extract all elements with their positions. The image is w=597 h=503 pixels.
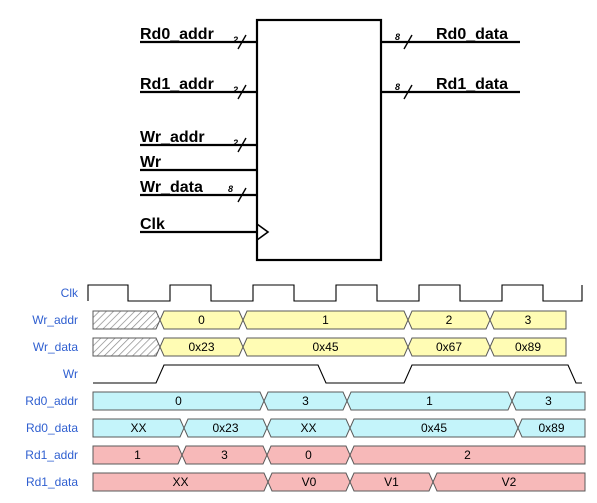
bus-slash-rd1-addr	[237, 84, 247, 100]
waveform-wr	[93, 364, 582, 384]
bus-segment-rd0-data	[92, 418, 185, 438]
bus-value-rd1-addr: 1	[134, 448, 141, 462]
bus-segment-rd1-data	[92, 472, 269, 492]
port-label-wr-addr: Wr_addr	[140, 129, 205, 146]
bus-segment-rd1-addr	[349, 445, 586, 465]
bus-value-rd0-data: XX	[300, 421, 316, 435]
bus-value-rd1-data: V2	[502, 475, 517, 489]
bus-value-rd0-addr: 3	[302, 394, 309, 408]
port-label-clk: Clk	[140, 216, 165, 233]
timing-label-rd1-addr: Rd1_addr	[25, 448, 78, 462]
bus-value-wr-addr: 1	[322, 313, 329, 327]
bus-segment-wr-addr	[489, 310, 567, 330]
timing-label-wr-data: Wr_data	[33, 340, 78, 354]
bus-value-wr-data: 0x23	[188, 340, 214, 354]
bus-width-wr-addr: 2	[232, 138, 238, 148]
bus-value-wr-addr: 3	[525, 313, 532, 327]
bus-slash-wr-addr	[237, 137, 247, 153]
bus-value-rd1-data: XX	[172, 475, 188, 489]
bus-value-rd0-addr: 1	[426, 394, 433, 408]
bus-value-rd0-data: 0x23	[212, 421, 238, 435]
bus-slash-rd0-data	[403, 34, 413, 50]
bus-value-rd1-addr: 0	[305, 448, 312, 462]
timing-label-clk: Clk	[61, 286, 79, 300]
bus-segment-wr-data	[489, 337, 567, 357]
bus-slash-rd0-addr	[237, 34, 247, 50]
bus-segment-rd1-addr	[92, 445, 183, 465]
bus-width-rd1-addr: 2	[232, 85, 238, 95]
bus-value-rd0-data: 0x45	[421, 421, 447, 435]
port-label-rd0-addr: Rd0_addr	[140, 26, 214, 43]
bus-value-rd0-addr: 0	[175, 394, 182, 408]
bus-value-rd0-data: 0x89	[538, 421, 564, 435]
timing-label-rd0-addr: Rd0_addr	[25, 394, 78, 408]
bus-segment-rd1-data	[432, 472, 586, 492]
timing-label-rd1-data: Rd1_data	[26, 475, 78, 489]
register-file-block	[255, 18, 383, 262]
bus-segment-wr-addr	[92, 310, 161, 330]
bus-value-rd0-data: XX	[130, 421, 146, 435]
bus-slash-rd1-data	[403, 84, 413, 100]
bus-value-wr-addr: 0	[198, 313, 205, 327]
bus-value-rd1-addr: 3	[221, 448, 228, 462]
clock-input-triangle	[256, 223, 270, 241]
timing-label-rd0-data: Rd0_data	[26, 421, 78, 435]
bus-segment-rd0-addr	[511, 391, 586, 411]
block-diagram: Rd0_addr Rd1_addr Wr_addr Wr Wr_data Clk…	[140, 18, 520, 262]
timing-label-wr: Wr	[63, 367, 78, 381]
bus-value-rd1-data: V0	[302, 475, 317, 489]
bus-value-rd0-addr: 3	[545, 394, 552, 408]
port-label-rd0-data: Rd0_data	[436, 26, 508, 43]
port-label-rd1-data: Rd1_data	[436, 76, 508, 93]
bus-segment-rd0-addr	[92, 391, 265, 411]
bus-value-rd1-data: V1	[384, 475, 399, 489]
bus-value-wr-addr: 2	[446, 313, 453, 327]
bus-segment-wr-data	[92, 337, 161, 357]
bus-width-wr-data: 8	[228, 184, 233, 194]
bus-slash-wr-data	[237, 187, 247, 203]
port-label-wr-data: Wr_data	[140, 179, 203, 196]
timing-label-wr-addr: Wr_addr	[32, 313, 78, 327]
bus-value-wr-data: 0x67	[436, 340, 462, 354]
bus-value-wr-data: 0x45	[312, 340, 338, 354]
clock-waveform	[87, 284, 583, 302]
bus-segment-rd0-data	[517, 418, 586, 438]
bus-value-rd1-addr: 2	[464, 448, 471, 462]
bus-width-rd0-data: 8	[395, 32, 400, 42]
port-label-wr: Wr	[140, 154, 161, 171]
bus-width-rd1-data: 8	[395, 82, 400, 92]
bus-width-rd0-addr: 2	[232, 35, 238, 45]
bus-value-wr-data: 0x89	[515, 340, 541, 354]
port-label-rd1-addr: Rd1_addr	[140, 76, 214, 93]
